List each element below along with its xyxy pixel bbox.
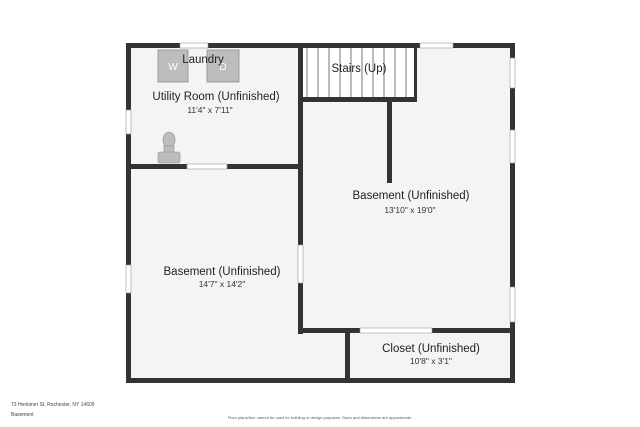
- room-name-closet: Closet (Unfinished): [382, 343, 480, 355]
- room-dims-closet: 10'8" x 3'1": [410, 356, 452, 366]
- washer-label: W: [168, 62, 178, 73]
- window-top-utility: [179, 42, 209, 49]
- room-name-laundry: Laundry: [182, 54, 224, 66]
- wall-bottom: [126, 378, 515, 383]
- footer-disclaimer: Floor plans/tour cannot be used for buil…: [227, 415, 413, 420]
- window-right-2: [509, 129, 516, 164]
- wall-stairs-bottom: [298, 97, 417, 102]
- wall-closet-left: [345, 328, 350, 383]
- dryer-label: D: [219, 62, 226, 73]
- wall-left: [126, 43, 131, 383]
- stair-treads: [306, 48, 407, 98]
- window-right-3: [509, 286, 516, 323]
- footer-level: Basement: [11, 412, 34, 418]
- room-dims-basement-right: 13'10" x 19'0": [384, 205, 435, 215]
- room-name-stairs: Stairs (Up): [332, 63, 387, 75]
- wall-partition: [387, 97, 392, 183]
- window-left-utility: [125, 109, 132, 135]
- washer-icon: W: [157, 49, 189, 83]
- room-name-basement-left: Basement (Unfinished): [164, 266, 281, 278]
- room-dims-utility: 11'4" x 7'11": [187, 105, 232, 115]
- door-closet: [359, 327, 433, 334]
- door-utility: [186, 163, 228, 170]
- room-name-utility: Utility Room (Unfinished): [152, 91, 279, 103]
- stairs-area: [303, 47, 416, 99]
- room-name-basement-right: Basement (Unfinished): [353, 190, 470, 202]
- window-right-1: [509, 57, 516, 89]
- window-left-basement: [125, 264, 132, 294]
- wall-utility-right: [298, 43, 303, 170]
- window-top-right: [419, 42, 454, 49]
- wall-right: [510, 43, 515, 383]
- openings: [125, 42, 516, 334]
- water-heater-icon: [157, 131, 181, 164]
- wall-top: [126, 43, 515, 48]
- door-basement-left: [297, 244, 304, 284]
- dryer-icon: D: [206, 49, 240, 83]
- wall-stairs-right: [414, 43, 417, 102]
- footer-address: 73 Herkimer St, Rochester, NY 14609: [11, 402, 95, 408]
- room-dims-basement-left: 14'7" x 14'2": [199, 279, 246, 289]
